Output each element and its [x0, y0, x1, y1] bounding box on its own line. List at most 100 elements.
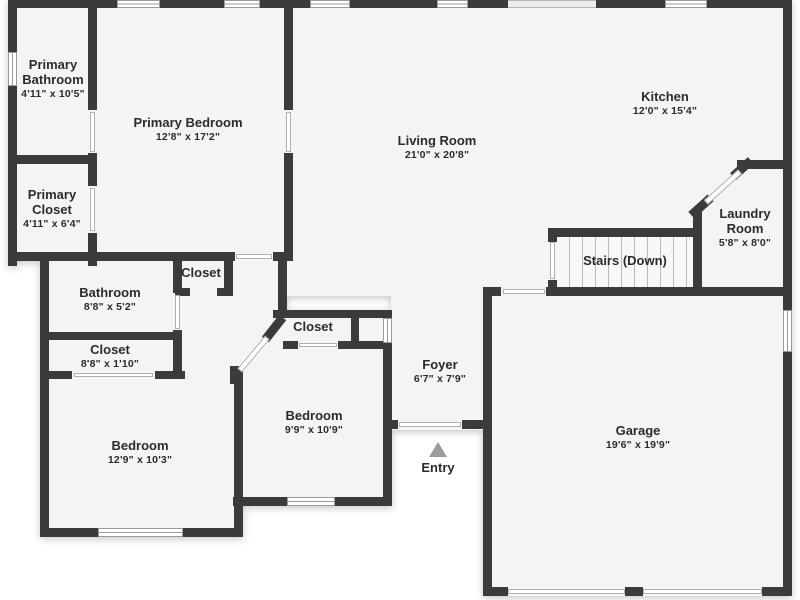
window	[8, 52, 17, 86]
wall	[234, 371, 243, 537]
room-name: Primary Bathroom	[22, 57, 84, 88]
wall	[8, 252, 97, 261]
room-label-primary-closet: Primary Closet 4'11" x 6'4"	[14, 187, 90, 231]
door	[286, 112, 291, 152]
door	[90, 188, 95, 231]
wall	[224, 261, 233, 296]
wall	[548, 228, 557, 242]
wall	[338, 341, 391, 349]
floor-upper-block	[8, 0, 792, 261]
wall	[88, 0, 97, 110]
room-name: Living Room	[397, 133, 477, 148]
wall	[160, 0, 224, 8]
wall	[183, 528, 243, 537]
room-name: Bathroom	[79, 285, 141, 300]
wall	[8, 155, 97, 164]
wall	[155, 371, 185, 379]
wall	[383, 343, 392, 506]
wall	[173, 261, 182, 293]
room-name: Foyer	[422, 357, 458, 372]
room-label-hall-closet: Closet	[176, 265, 226, 280]
wall	[462, 420, 492, 429]
room-name: Stairs (Down)	[583, 253, 667, 268]
sliding-door	[508, 0, 596, 8]
room-label-laundry-room: Laundry Room 5'8" x 8'0"	[707, 206, 783, 250]
wall	[596, 0, 665, 8]
room-dims: 21'0" x 20'8"	[404, 149, 470, 162]
stairs-treads	[557, 237, 693, 287]
window	[98, 528, 183, 537]
room-dims: 12'9" x 10'3"	[107, 454, 173, 467]
wall	[233, 497, 287, 506]
wall	[173, 330, 182, 379]
window	[310, 0, 350, 8]
wall	[483, 287, 492, 596]
room-label-kitchen: Kitchen 12'0" x 15'4"	[587, 89, 743, 118]
window	[383, 318, 392, 343]
wall	[546, 287, 792, 296]
room-label-bedroom-middle: Bedroom 9'9" x 10'9"	[244, 408, 384, 437]
wall	[273, 252, 293, 261]
room-name: Closet	[90, 342, 130, 357]
wall	[707, 0, 792, 8]
wall	[278, 261, 287, 316]
wall	[335, 497, 391, 506]
room-label-bathroom: Bathroom 8'8" x 5'2"	[48, 285, 172, 314]
room-name: Bedroom	[111, 438, 169, 453]
garage-door	[508, 589, 625, 594]
entry-text: Entry	[421, 460, 455, 475]
door	[236, 254, 272, 259]
wall	[351, 310, 359, 349]
window	[224, 0, 260, 8]
window	[437, 0, 468, 8]
wall	[40, 371, 72, 379]
wall	[762, 587, 792, 596]
room-name: Closet	[181, 265, 221, 280]
door	[90, 112, 95, 152]
wall	[40, 252, 49, 537]
window	[665, 0, 707, 8]
floor-garage	[483, 296, 792, 596]
room-dims: 19'6" x 19'9"	[605, 439, 671, 452]
wall	[284, 153, 293, 261]
room-dims: 4'11" x 6'4"	[23, 218, 81, 231]
floor-foyer	[391, 290, 483, 430]
wall	[783, 0, 792, 310]
room-label-bedroom-left: Bedroom 12'9" x 10'3"	[70, 438, 210, 467]
room-name: Primary Bedroom	[133, 115, 243, 130]
door	[299, 343, 337, 347]
wall	[350, 0, 437, 8]
room-label-garage: Garage 19'6" x 19'9"	[568, 423, 708, 452]
garage-door	[643, 589, 762, 594]
room-dims: 8'8" x 5'2"	[83, 301, 137, 314]
wall	[40, 332, 182, 340]
room-dims: 5'8" x 8'0"	[718, 237, 772, 250]
wall	[548, 280, 557, 296]
window	[287, 497, 335, 506]
wall	[693, 210, 702, 296]
entry-label: Entry	[408, 460, 468, 475]
room-label-foyer: Foyer 6'7" x 7'9"	[390, 357, 490, 386]
wall	[548, 228, 702, 237]
entry-arrow-icon	[429, 442, 447, 457]
door	[503, 289, 545, 294]
wall	[8, 0, 117, 8]
wall	[284, 0, 293, 110]
wall	[483, 587, 508, 596]
wall	[483, 287, 501, 296]
room-label-bedroom-closet: Closet	[283, 319, 343, 334]
door	[550, 242, 555, 279]
room-dims: 9'9" x 10'9"	[284, 424, 344, 437]
wall	[283, 341, 298, 349]
wall	[88, 153, 97, 186]
front-door	[399, 422, 461, 427]
room-name: Laundry Room	[719, 206, 771, 237]
wall	[783, 352, 792, 596]
door	[74, 373, 153, 377]
wall	[468, 0, 508, 8]
wall	[40, 528, 98, 537]
room-label-hall-closet-long: Closet 8'8" x 1'10"	[48, 342, 172, 371]
